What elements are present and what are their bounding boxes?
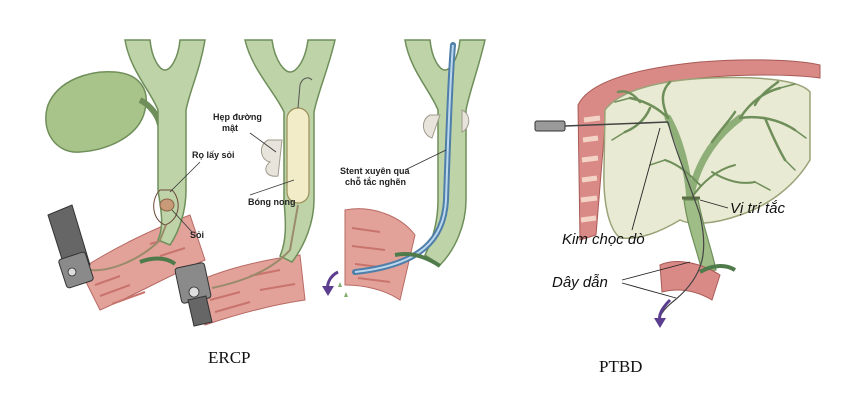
stone [159, 198, 175, 212]
ptbd-panel: Kim chọc dò Vị trí tắc Dây dẫn [534, 59, 821, 328]
leader-obstruction [699, 199, 729, 209]
label-guidewire: Dây dẫn [552, 274, 608, 291]
bile-drops [338, 282, 348, 297]
label-stricture-line1: Hẹp đường [213, 112, 262, 122]
catheter [211, 204, 299, 289]
leader-needle [631, 127, 661, 231]
guidewire [658, 121, 705, 323]
caption-ercp: ERCP [208, 348, 251, 367]
needle [534, 120, 669, 132]
label-balloon: Bóng nong [248, 197, 295, 207]
label-basket: Rọ lấy sỏi [192, 150, 235, 160]
stricture-tissue [423, 109, 470, 139]
leader-guidewire-1 [621, 261, 691, 281]
abdominal-wall-ribs [580, 115, 601, 223]
ercp-panel-balloon-dilation: Hẹp đường mật Bóng nong [174, 39, 336, 327]
label-obstruction: Vị trí tắc [730, 200, 786, 217]
endoscope [174, 262, 213, 327]
stricture-tissue [261, 139, 283, 177]
duodenum-folds [94, 237, 186, 305]
leader-stone [171, 209, 193, 233]
guidewire [297, 77, 313, 109]
balloon [286, 107, 310, 204]
duodenum-wall [344, 208, 416, 301]
leader-balloon [249, 179, 295, 196]
label-stone: Sỏi [190, 230, 204, 240]
label-stent-line1: Stent xuyên qua [340, 166, 411, 176]
catheter [89, 224, 167, 272]
ercp-panel-stent: Stent xuyên qua chỗ tắc nghẽn [322, 39, 486, 301]
vessel [698, 264, 737, 274]
leader-basket [169, 161, 201, 193]
biliary-tree [611, 80, 807, 204]
vessel [139, 256, 177, 266]
drainage-arrowhead [654, 318, 666, 328]
stent-highlight [354, 44, 454, 273]
duodenum-folds [209, 269, 296, 313]
gallbladder [45, 71, 147, 153]
bile-duct [124, 39, 206, 246]
drainage-arrowhead [322, 286, 334, 296]
leader-stent [404, 149, 447, 171]
leader-guidewire-2 [621, 282, 677, 299]
caption-ptbd: PTBD [599, 357, 643, 376]
ercp-panel-stone-extraction: Rọ lấy sỏi Sỏi [45, 39, 235, 311]
vessel [394, 252, 442, 268]
label-stent-line2: chỗ tắc nghẽn [345, 176, 406, 187]
label-stricture-line2: mật [222, 123, 238, 133]
duodenum-folds [351, 227, 391, 283]
endoscope [47, 204, 94, 289]
common-bile-duct [683, 199, 717, 273]
label-needle: Kim chọc dò [562, 231, 645, 248]
duodenum-wall [189, 254, 306, 326]
leader-stricture [249, 132, 277, 153]
